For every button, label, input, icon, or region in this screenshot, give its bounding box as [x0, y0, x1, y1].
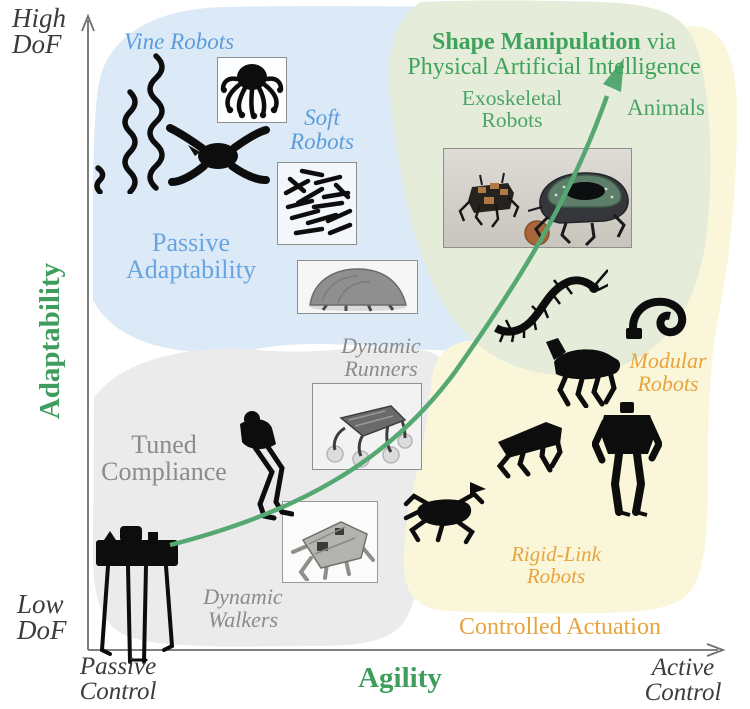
hexapod-robot-shape — [291, 521, 375, 582]
soft-turtle-robot-photo — [297, 260, 418, 314]
hexapod-robot-photo — [282, 501, 378, 583]
dynamic-runners-label: Dynamic Runners — [341, 333, 421, 381]
humanoid-atlas-silhouette — [592, 402, 662, 517]
dynamic-walkers-label: Dynamic Walkers — [203, 584, 283, 632]
figure-title: Shape Manipulation via Physical Artifici… — [376, 6, 732, 104]
swarm-scribble-silhouette — [283, 168, 353, 236]
tall-walker-silhouette — [96, 526, 178, 664]
exoskeletal-robots-label: Exoskeletal Robots — [461, 86, 563, 133]
tuned-compliance-label: Tuned Compliance — [101, 430, 227, 487]
y-axis-label: Adaptability — [34, 262, 66, 420]
vine-robots-silhouette — [94, 53, 165, 194]
soft-flyer-silhouette — [166, 124, 270, 186]
soft-robot-swarm-photo — [277, 162, 357, 245]
exoskeletal-robots-photo — [443, 148, 632, 248]
modular-robots-label: Modular Robots — [629, 348, 707, 396]
passive-adaptability-label: Passive Adaptability — [126, 228, 256, 285]
controlled-actuation-label: Controlled Actuation — [459, 614, 661, 640]
x-axis-max-label: Active Control — [644, 654, 722, 706]
figure-title-bold: Shape Manipulation — [431, 29, 641, 56]
y-axis-low-label: Low DoF — [17, 589, 67, 646]
figure-title-via: via — [640, 29, 677, 56]
vine-robots-label: Vine Robots — [123, 29, 235, 54]
runner-robot-shape — [326, 405, 413, 468]
octopus-photo — [217, 57, 287, 123]
sprawling-quadruped-silhouette — [403, 482, 486, 545]
figure-title-line2: Physical Artificial Intelligence — [407, 53, 701, 80]
x-axis-label: Agility — [358, 662, 442, 694]
exoskeletal-robots-shape — [458, 172, 629, 247]
octopus-silhouette — [220, 64, 284, 120]
y-axis-high-label: High DoF — [12, 3, 66, 60]
centipede-robot-silhouette — [494, 269, 608, 343]
soft-robots-label: Soft Robots — [290, 105, 354, 154]
animals-label: Animals — [627, 95, 705, 120]
quadruped-spot-silhouette — [496, 422, 563, 479]
rigid-link-robots-label: Rigid-Link Robots — [511, 542, 601, 588]
dynamic-runner-photo — [312, 383, 422, 470]
turtle-robot-shape — [309, 268, 407, 312]
curled-snake-robot-silhouette — [626, 297, 687, 339]
x-axis-min-label: Passive Control — [79, 653, 157, 705]
